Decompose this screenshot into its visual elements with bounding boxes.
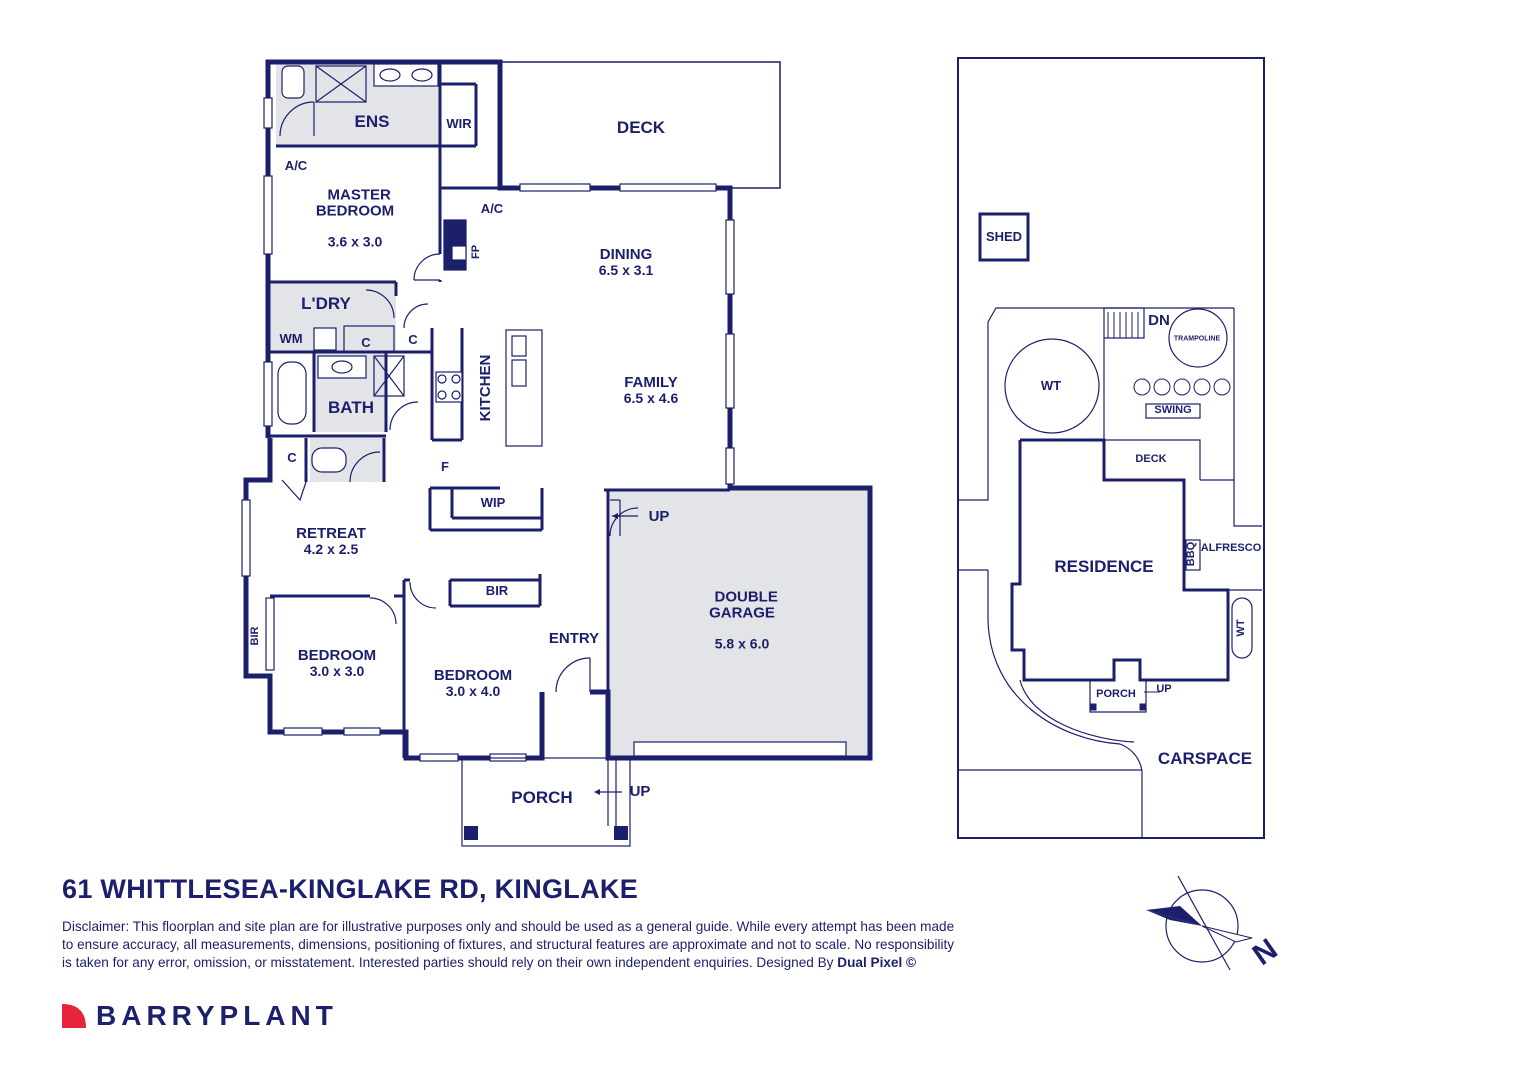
water-tank-2: [1231, 597, 1253, 659]
room-double-garage: DOUBLE GARAGE 5.8 x 6.0: [706, 573, 778, 666]
label-porch: PORCH: [511, 788, 573, 808]
label-up-porch: UP: [629, 783, 651, 801]
site-boundary: [957, 57, 1265, 839]
label-wip: WIP: [480, 495, 506, 511]
site-label-swing: SWING: [1154, 404, 1192, 417]
label-bath: BATH: [328, 398, 374, 418]
room-dining-name: DINING: [599, 245, 653, 263]
room-bedroom-1-dim: 3.0 x 3.0: [309, 662, 365, 679]
residence-outline: [1010, 440, 1230, 682]
door-swings: [279, 101, 639, 693]
label-fireplace: FP: [470, 244, 483, 260]
garage-floor: [610, 490, 870, 758]
room-master-bedroom: MASTER BEDROOM 3.6 x 3.0: [316, 171, 394, 264]
wet-area-fills: [270, 62, 870, 758]
room-retreat: RETREAT 4.2 x 2.5: [296, 524, 366, 557]
site-label-dn: DN: [1148, 312, 1170, 330]
shrubs: [1133, 378, 1231, 396]
label-deck: DECK: [616, 118, 666, 138]
site-label-deck: DECK: [1135, 453, 1167, 466]
site-label-alfresco: ALFRESCO: [1200, 542, 1262, 555]
brand-name: BARRYPLANT: [96, 1000, 338, 1031]
property-address: 61 WHITTLESEA-KINGLAKE RD, KINGLAKE: [62, 874, 639, 904]
label-up-garage: UP: [648, 508, 670, 526]
label-bir-bedroom1: BIR: [249, 626, 262, 646]
internal-walls: [270, 62, 730, 758]
room-master-bedroom-dim: 3.6 x 3.0: [327, 233, 383, 250]
room-double-garage-name: DOUBLE GARAGE: [709, 588, 778, 621]
room-dining: DINING 6.5 x 3.1: [598, 245, 654, 278]
shed-outline: [978, 212, 1030, 262]
porch: [461, 513, 638, 847]
room-bedroom-2: BEDROOM 3.0 x 4.0: [433, 666, 513, 699]
label-cupboard-3: C: [287, 450, 297, 466]
label-fridge: F: [441, 459, 449, 475]
label-ac-dining: A/C: [480, 201, 504, 217]
site-label-wt-2: WT: [1235, 619, 1248, 637]
label-wir: WIR: [446, 116, 472, 132]
disclaimer-text: Disclaimer: This floorplan and site plan…: [62, 918, 962, 972]
wall-north-east: [265, 59, 873, 761]
windows: [241, 97, 847, 762]
label-kitchen: KITCHEN: [477, 354, 495, 422]
fixtures: [277, 63, 543, 473]
room-family-dim: 6.5 x 4.6: [623, 389, 679, 406]
label-cupboard-1: C: [361, 335, 371, 351]
room-bedroom-1: BEDROOM 3.0 x 3.0: [297, 646, 377, 679]
water-tank-1: [1004, 338, 1100, 434]
brand-logo-mark-icon: [62, 1004, 86, 1028]
site-label-carspace: CARSPACE: [1157, 749, 1253, 769]
room-family-name: FAMILY: [624, 373, 678, 391]
site-label-porch: PORCH: [1096, 688, 1136, 701]
label-ensuite: ENS: [354, 112, 390, 132]
label-washing-machine: WM: [279, 331, 303, 347]
site-label-wt-1: WT: [1040, 378, 1062, 394]
site-label-trampoline: TRAMPOLINE: [1173, 335, 1221, 343]
room-family: FAMILY 6.5 x 4.6: [623, 373, 679, 406]
north-arrow-icon: N: [1146, 875, 1280, 972]
label-entry: ENTRY: [548, 630, 600, 648]
room-bedroom-2-name: BEDROOM: [433, 666, 513, 684]
label-cupboard-2: C: [408, 332, 418, 348]
room-master-bedroom-name: MASTER BEDROOM: [315, 186, 395, 219]
label-bir-bedroom2: BIR: [485, 583, 509, 599]
site-label-shed: SHED: [985, 229, 1023, 245]
site-label-bbq: BBQ: [1185, 541, 1198, 567]
site-label-up: UP: [1156, 683, 1172, 696]
room-bedroom-1-name: BEDROOM: [297, 646, 377, 664]
room-retreat-dim: 4.2 x 2.5: [303, 540, 359, 557]
designer-credit: Dual Pixel ©: [837, 955, 917, 970]
site-label-residence: RESIDENCE: [1054, 557, 1154, 577]
disclaimer-body: Disclaimer: This floorplan and site plan…: [62, 919, 955, 970]
brand-logo: BARRYPLANT: [60, 1000, 338, 1032]
label-laundry: L'DRY: [301, 294, 351, 314]
room-bedroom-2-dim: 3.0 x 4.0: [445, 682, 501, 699]
floor-plan-drawing: [241, 57, 1265, 847]
room-retreat-name: RETREAT: [296, 524, 366, 542]
label-ac-master: A/C: [284, 158, 308, 174]
room-dining-dim: 6.5 x 3.1: [598, 261, 654, 278]
site-plan: [957, 57, 1265, 839]
trampoline-outline: [1168, 308, 1228, 368]
room-double-garage-dim: 5.8 x 6.0: [714, 635, 770, 652]
